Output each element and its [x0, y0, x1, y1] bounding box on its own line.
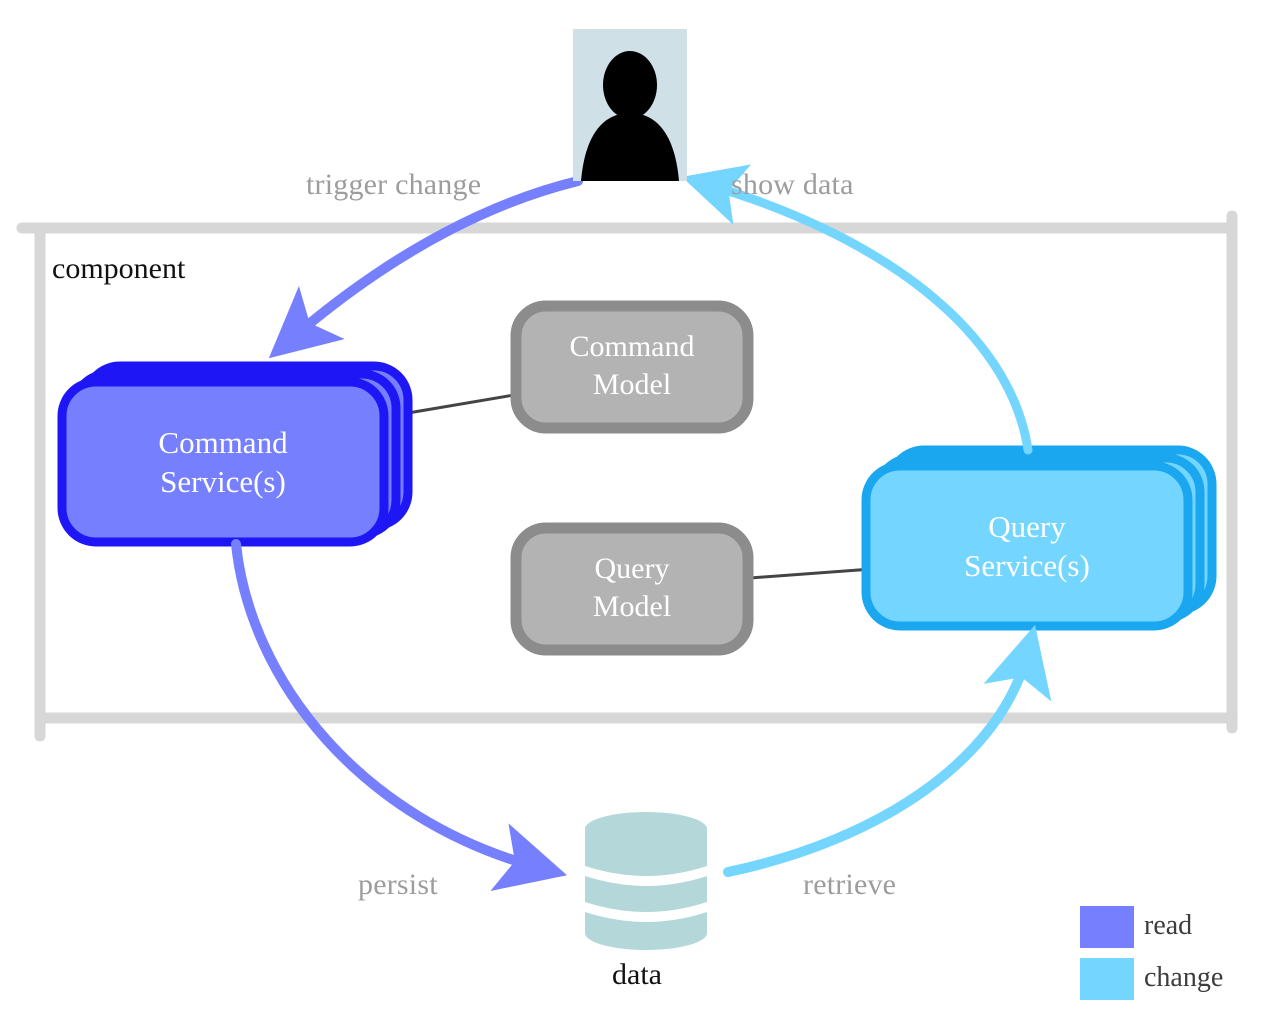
connector-query-model-query-service [749, 567, 873, 580]
person-silhouette-icon [573, 29, 687, 181]
node-command-model[interactable] [510, 300, 754, 434]
legend-label-change: change [1144, 962, 1224, 993]
edge-label-trigger-change: trigger change [306, 168, 482, 201]
edge-trigger-change [268, 176, 583, 359]
connector-command-service-command-model [407, 392, 521, 415]
node-command-service[interactable] [57, 361, 413, 547]
legend-swatch-read [1080, 906, 1134, 948]
node-query-model[interactable] [510, 522, 754, 656]
user-avatar[interactable] [573, 29, 687, 181]
node-data-store[interactable] [585, 812, 707, 950]
node-label-data-store: data [612, 958, 662, 991]
edge-label-show-data: show data [731, 168, 854, 201]
edge-persist [231, 539, 568, 891]
edge-retrieve [723, 624, 1052, 877]
component-boundary [16, 210, 1238, 742]
edge-show-data [681, 164, 1033, 455]
edge-label-persist: persist [358, 868, 438, 901]
legend-swatch-change [1080, 958, 1134, 1000]
component-boundary-label: component [52, 252, 186, 285]
node-query-service[interactable] [861, 445, 1217, 631]
legend-label-read: read [1144, 910, 1193, 941]
edge-label-retrieve: retrieve [803, 868, 897, 901]
